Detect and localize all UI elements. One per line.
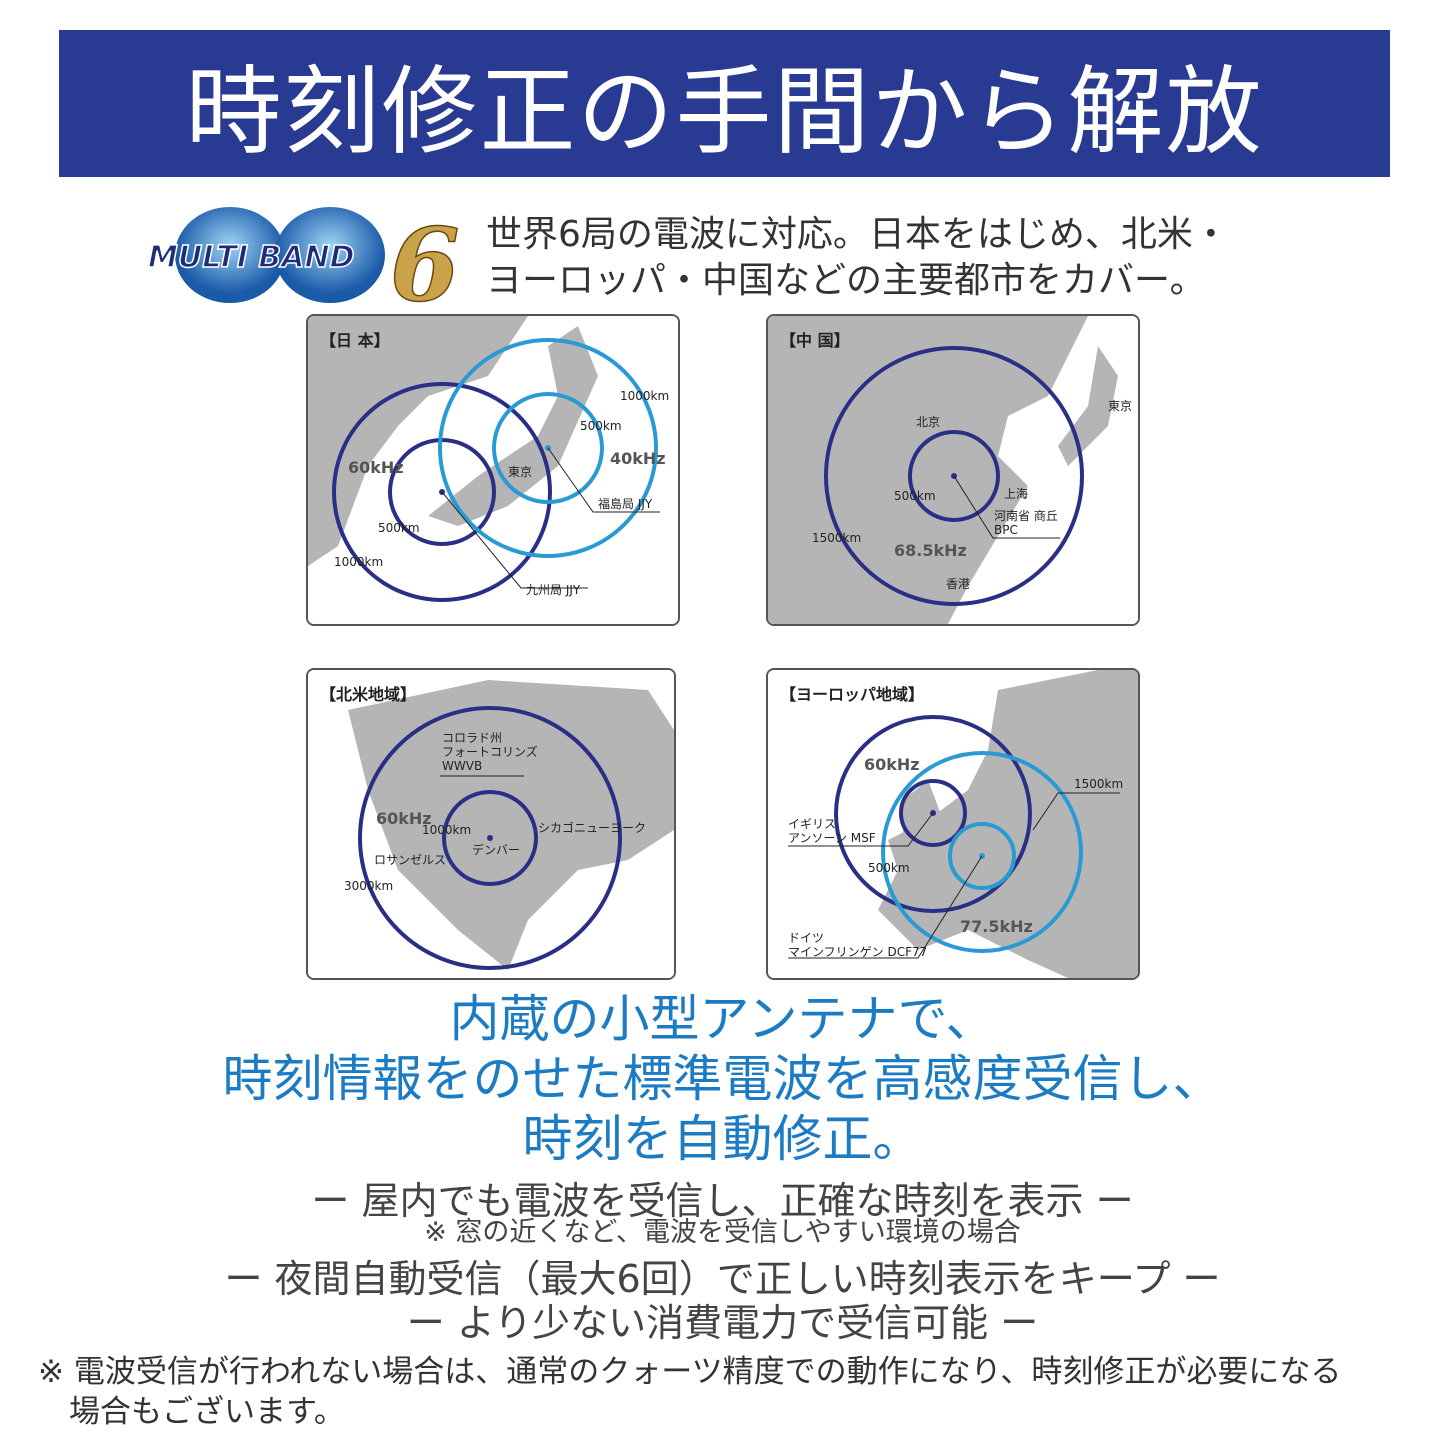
radius-label: 500km [580,419,622,433]
title-banner: 時刻修正の手間から解放 [59,30,1390,177]
map-title: 【中 国】 [780,331,850,350]
headline-line: 時刻情報をのせた標準電波を高感度受信し、 [222,1050,1223,1108]
freq-label: 60kHz [864,755,920,774]
footer-note: ※ 電波受信が行われない場合は、通常のクォーツ精度での動作になり、時刻修正が必要… [38,1352,1341,1432]
city-label: 香港 [946,577,970,591]
radius-label: 500km [868,861,910,875]
radius-label: 1000km [334,555,383,569]
station-label: コロラド州 [442,731,502,745]
freq-label: 68.5kHz [894,541,967,560]
city-label: 上海 [1004,486,1028,501]
city-label: ロサンゼルス [374,853,446,867]
feature-line: ー より少ない消費電力で受信可能 ー [406,1301,1039,1345]
radius-label: 500km [894,489,936,503]
station-label: アンソーン MSF [788,831,876,845]
radius-label: 1500km [1074,777,1123,791]
station-label: 河南省 商丘 [994,508,1058,523]
map-title: 【ヨーロッパ地域】 [780,685,924,704]
freq-label: 77.5kHz [960,917,1033,936]
multiband6-logo: MULTI BAND 6 [147,205,460,305]
map-china: 【中 国】 北京 東京 上海 500km 1500km 河南省 商丘 BPC 6… [766,314,1140,626]
footer-line: ※ 電波受信が行われない場合は、通常のクォーツ精度での動作になり、時刻修正が必要… [38,1354,1342,1390]
station-label: WWVB [442,759,482,773]
station-label: 九州局 JJY [526,583,581,597]
feature-note: ※ 窓の近くなど、電波を受信しやすい環境の場合 [424,1217,1021,1248]
radius-label: 500km [378,521,420,535]
radius-label: 1000km [620,389,669,403]
intro-text: 世界6局の電波に対応。日本をはじめ、北米・ ヨーロッパ・中国などの主要都市をカバ… [486,212,1229,304]
station-label: マインフリンゲン DCF77 [788,945,927,959]
freq-label: 60kHz [348,458,404,477]
svg-text:MULTI BAND: MULTI BAND [148,240,355,275]
intro-line: ヨーロッパ・中国などの主要都市をカバー。 [486,260,1206,301]
city-label: 北京 [916,415,940,429]
freq-label: 40kHz [610,449,666,468]
station-label: イギリス [788,817,836,831]
freq-label: 60kHz [376,809,432,828]
city-label: 東京 [1108,399,1132,413]
city-label: 東京 [508,465,532,479]
city-label: ニューヨーク [574,821,646,835]
svg-text:6: 6 [390,206,460,305]
radius-label: 1500km [812,531,861,545]
headline-line: 時刻を自動修正。 [522,1110,923,1168]
map-japan: 【日 本】 60kHz 40kHz 1000km 500km 1000km 50… [306,314,680,626]
city-label: シカゴ [538,820,574,835]
page-title: 時刻修正の手間から解放 [185,56,1264,168]
radius-label: 3000km [344,879,393,893]
station-label: BPC [994,523,1018,537]
map-north-america: 【北米地域】 コロラド州 フォートコリンズ WWVB 60kHz 1000km … [306,668,676,980]
station-label: ドイツ [788,931,824,945]
radius-label: 1000km [422,823,471,837]
feature-line: ー 夜間自動受信（最大6回）で正しい時刻表示をキープ ー [224,1257,1221,1301]
footer-line: 場合もございます。 [38,1394,345,1430]
map-title: 【北米地域】 [320,685,416,704]
headline-line: 内蔵の小型アンテナで、 [449,990,996,1048]
feature-line: ー 屋内でも電波を受信し、正確な時刻を表示 ー [311,1179,1134,1223]
map-europe: 【ヨーロッパ地域】 60kHz 1500km イギリス アンソーン MSF 50… [766,668,1140,980]
station-label: 福島局 JJY [598,496,653,511]
intro-line: 世界6局の電波に対応。日本をはじめ、北米・ [486,214,1229,255]
city-label: デンバー [472,842,520,857]
station-label: フォートコリンズ [442,744,538,759]
map-title: 【日 本】 [320,331,390,350]
